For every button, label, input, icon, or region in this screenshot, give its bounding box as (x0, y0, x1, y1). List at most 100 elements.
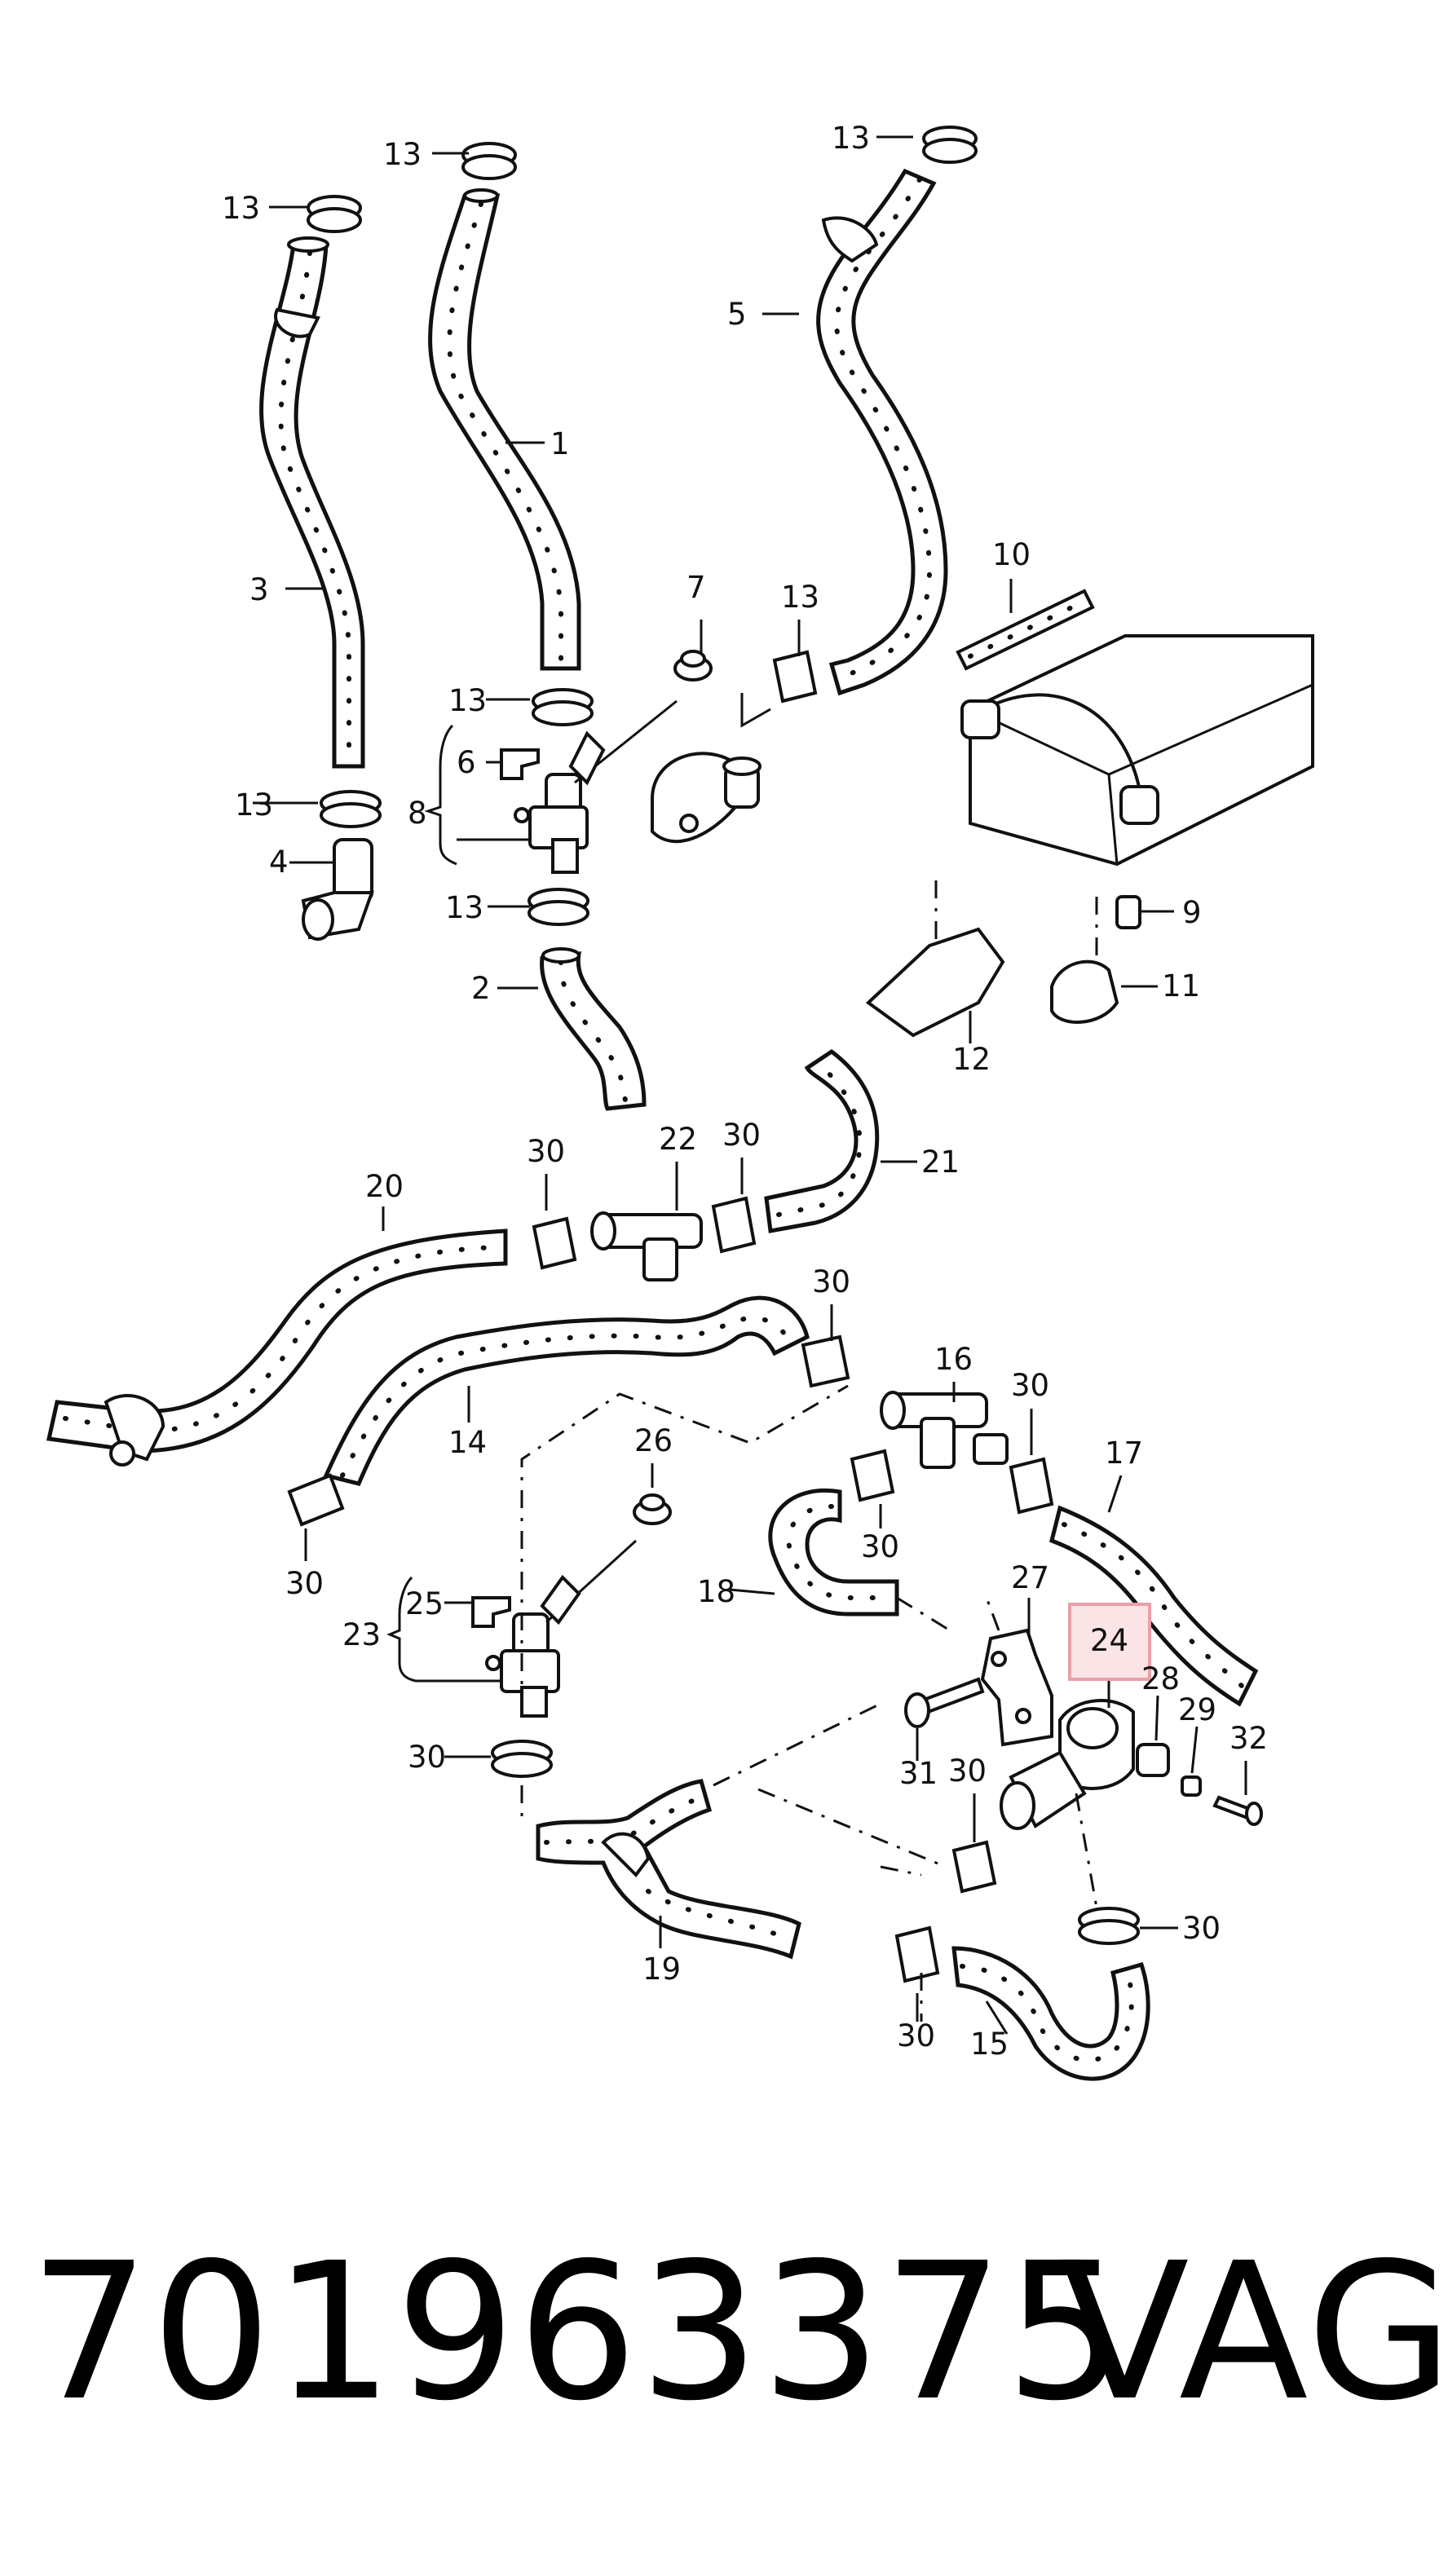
pump-24 (1000, 1699, 1135, 1830)
label-5: 5 (727, 297, 747, 332)
clamp-12 (865, 880, 1005, 1038)
label-13-g: 13 (445, 890, 483, 925)
label-26: 26 (634, 1423, 673, 1458)
clamp-30-b (711, 1196, 757, 1254)
screw-31 (904, 1677, 985, 1728)
label-13-e: 13 (448, 683, 487, 718)
tee-22 (590, 1211, 703, 1281)
label-28: 28 (1141, 1661, 1180, 1696)
label-9: 9 (1182, 895, 1202, 930)
brand-name: VAG (1060, 2222, 1448, 2442)
label-6: 6 (457, 745, 476, 780)
clamp-13-a (307, 195, 362, 233)
label-30-a: 30 (527, 1134, 565, 1169)
label-7: 7 (686, 570, 706, 605)
parts-diagram: 13 13 13 1 5 3 7 13 10 13 6 8 13 4 13 9 … (46, 121, 1314, 2081)
label-23: 23 (342, 1617, 381, 1652)
label-21: 21 (921, 1145, 960, 1180)
clamp-30-a (532, 1216, 577, 1270)
label-12: 12 (952, 1042, 991, 1077)
label-8: 8 (408, 796, 427, 831)
elbow-4 (301, 838, 374, 941)
clamp-30-i (1078, 1907, 1140, 1945)
hose-18 (768, 1489, 899, 1617)
clamp-30-h (951, 1840, 997, 1894)
label-25: 25 (405, 1586, 444, 1621)
label-19: 19 (642, 1952, 681, 1987)
label-27: 27 (1011, 1560, 1049, 1595)
label-30-g: 30 (408, 1740, 446, 1775)
clamp-13-b (461, 142, 517, 180)
hose-5 (816, 168, 948, 696)
clamp-13-d (320, 790, 382, 828)
screw-26 (633, 1493, 672, 1525)
hose-14 (323, 1295, 810, 1486)
clamp-13-g (740, 650, 818, 728)
clamp-30-d (801, 1334, 850, 1388)
label-13-f: 13 (235, 787, 273, 823)
label-14: 14 (448, 1425, 487, 1460)
label-30-d: 30 (1011, 1368, 1049, 1403)
hose-2 (540, 947, 647, 1111)
label-32: 32 (1229, 1721, 1268, 1756)
label-30-b: 30 (722, 1118, 761, 1153)
tee-16 (880, 1391, 1009, 1469)
clamp-13-f (922, 126, 978, 164)
hose-20 (46, 1228, 508, 1467)
screw-32 (1212, 1795, 1263, 1826)
label-30-e: 30 (861, 1529, 899, 1564)
label-30-h: 30 (948, 1753, 987, 1789)
clip-6 (500, 748, 540, 780)
clamp-30-f (850, 1449, 895, 1502)
housing (960, 634, 1314, 929)
bracket-27 (980, 1628, 1053, 1747)
connector-lines (520, 1384, 1098, 2022)
label-20: 20 (365, 1169, 404, 1204)
clamp-13-c (532, 688, 594, 726)
label-24: 24 (1090, 1623, 1128, 1658)
label-30-f: 30 (285, 1566, 324, 1601)
valve-8 (514, 699, 678, 874)
label-2: 2 (471, 971, 491, 1006)
label-13-b: 13 (222, 191, 260, 226)
clamp-30-j (894, 1925, 940, 1983)
label-30-j: 30 (897, 2018, 935, 2053)
label-11: 11 (1162, 968, 1200, 1003)
valve-23 (485, 1539, 638, 1718)
leader-lines (253, 135, 1247, 2035)
label-13-d: 13 (781, 580, 819, 615)
hose-21 (764, 1048, 880, 1233)
part-number: 701963375 (29, 2222, 1128, 2442)
label-13-c: 13 (832, 121, 870, 156)
clip-11 (1050, 897, 1119, 1024)
clamp-30-c (287, 1473, 345, 1527)
label-16: 16 (934, 1342, 973, 1377)
label-13-a: 13 (383, 137, 422, 172)
clamp-13-e (528, 888, 589, 926)
hose-3 (259, 236, 365, 769)
label-30-i: 30 (1182, 1911, 1221, 1946)
screw-7 (673, 650, 713, 681)
label-4: 4 (269, 845, 289, 880)
label-31: 31 (899, 1756, 938, 1791)
label-17: 17 (1105, 1436, 1143, 1471)
hose-17 (1049, 1505, 1259, 1707)
clip-25 (471, 1596, 511, 1628)
label-15: 15 (970, 2027, 1009, 2062)
hose-19 (536, 1779, 801, 1960)
hose-15 (951, 1946, 1150, 2081)
washer-29 (1181, 1775, 1202, 1797)
clamp-30-g (491, 1740, 553, 1778)
label-1: 1 (550, 426, 570, 461)
label-29: 29 (1178, 1692, 1216, 1727)
label-3: 3 (249, 572, 269, 607)
hose-1 (428, 188, 581, 671)
highlight-box-24 (1068, 1603, 1151, 1681)
label-18: 18 (697, 1574, 735, 1609)
label-22: 22 (659, 1122, 697, 1157)
flange-fitting (651, 752, 762, 844)
strip-10 (956, 589, 1095, 671)
part-labels: 13 13 13 1 5 3 7 13 10 13 6 8 13 4 13 9 … (222, 121, 1268, 2062)
label-10: 10 (992, 537, 1031, 572)
nut-28 (1136, 1743, 1170, 1777)
